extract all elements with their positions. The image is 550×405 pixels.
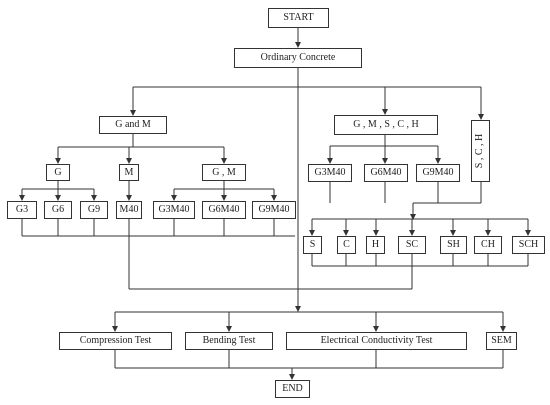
g-and-m-node: G and M (99, 116, 167, 134)
g9m40-right-node: G9M40 (416, 164, 460, 182)
gm-node: G , M (202, 164, 246, 181)
start-node: START (268, 8, 329, 28)
sh-node: SH (440, 236, 467, 254)
g3-node: G3 (7, 201, 37, 219)
g9-node: G9 (80, 201, 108, 219)
sch-label: S , C , H (474, 133, 486, 169)
end-node: END (275, 380, 310, 398)
g6m40-right-node: G6M40 (364, 164, 408, 182)
g3m40-right-node: G3M40 (308, 164, 352, 182)
sem-node: SEM (486, 332, 517, 350)
m-node: M (119, 164, 139, 181)
sc-node: SC (398, 236, 426, 254)
sch-mix-node: SCH (512, 236, 545, 254)
bending-test-node: Bending Test (185, 332, 273, 350)
g-node: G (46, 164, 70, 181)
g6-node: G6 (44, 201, 72, 219)
compression-test-node: Compression Test (59, 332, 172, 350)
sch-node: S , C , H (471, 120, 490, 182)
g6m40-left-node: G6M40 (202, 201, 246, 219)
ch-node: CH (474, 236, 502, 254)
g9m40-left-node: G9M40 (252, 201, 296, 219)
s-node: S (303, 236, 322, 254)
h-node: H (366, 236, 385, 254)
m40-node: M40 (116, 201, 142, 219)
c-node: C (337, 236, 356, 254)
gmsch-node: G , M , S , C , H (334, 115, 438, 135)
g3m40-left-node: G3M40 (153, 201, 195, 219)
electrical-conductivity-test-node: Electrical Conductivity Test (286, 332, 467, 350)
ordinary-concrete-node: Ordinary Concrete (234, 48, 362, 68)
